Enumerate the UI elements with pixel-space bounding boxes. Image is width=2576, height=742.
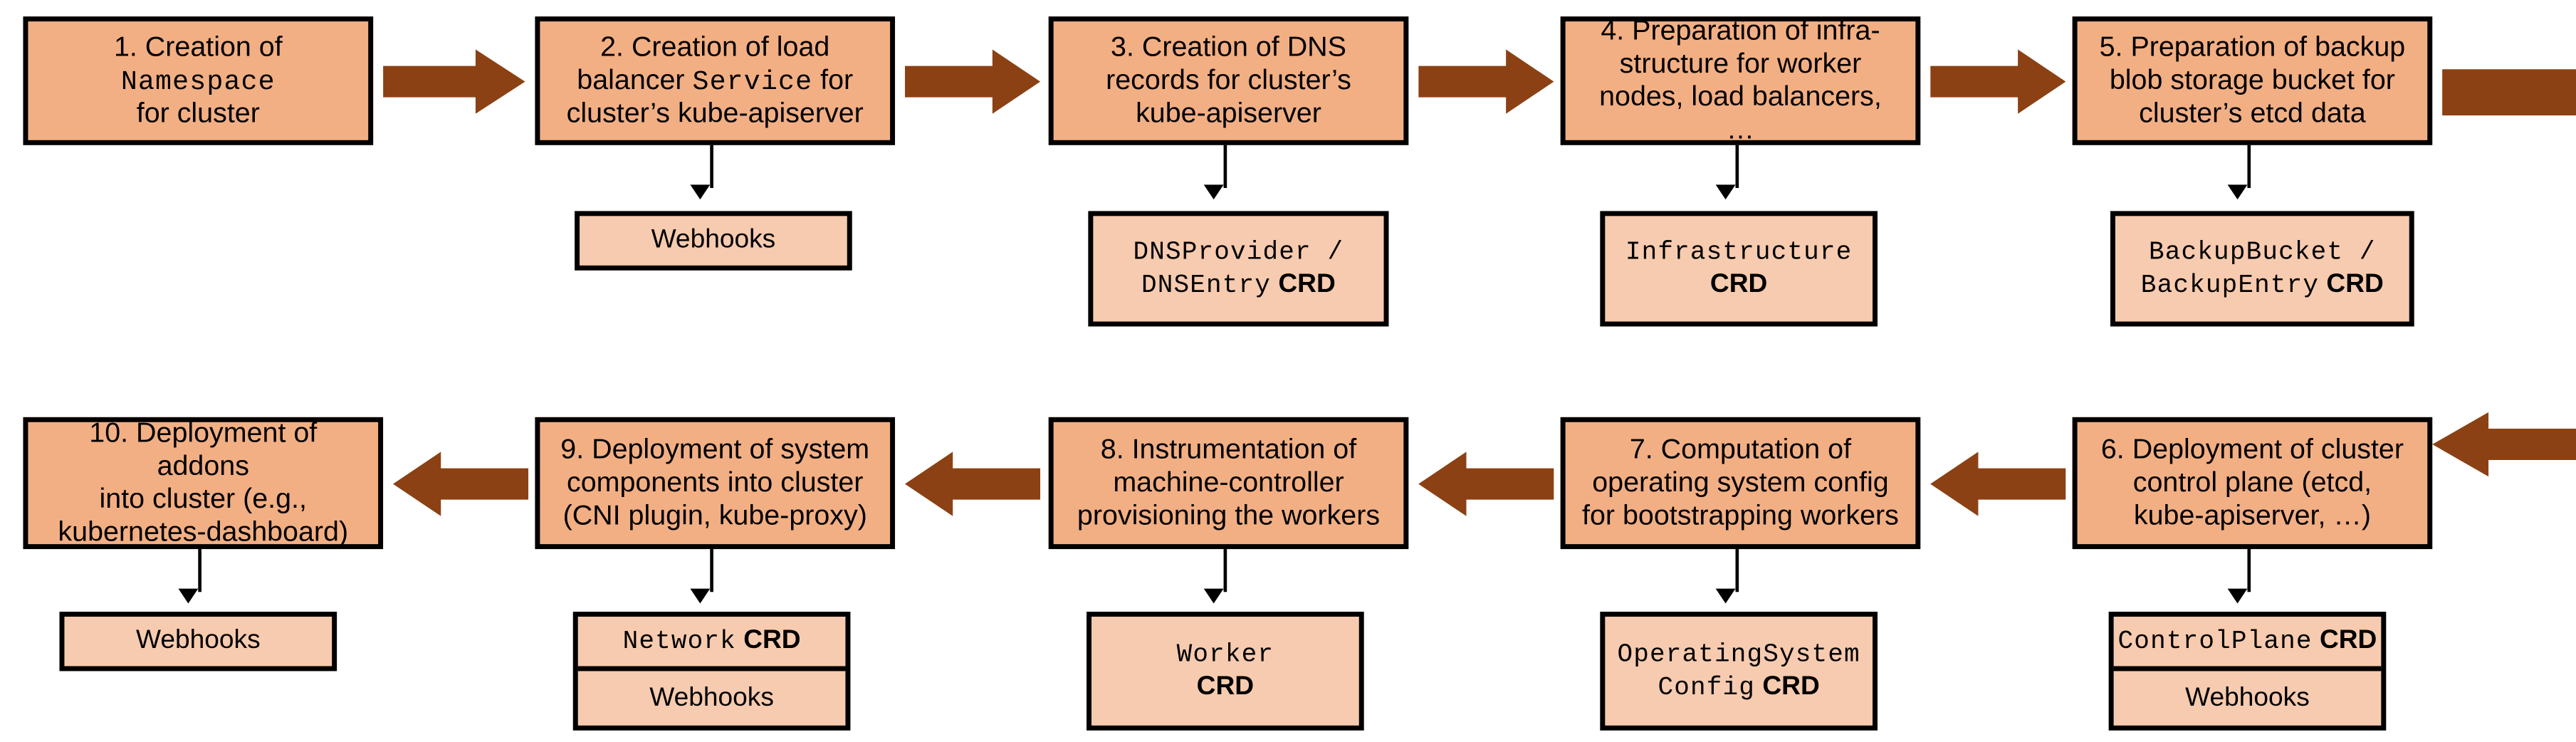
arrow-step10-to-step9 [392, 451, 529, 516]
arrow-step2-to-step3 [904, 49, 1041, 114]
line-step3-to-crd [1223, 145, 1227, 188]
step-10-text: 10. Deployment of addons into cluster (e… [58, 417, 349, 548]
arrow-step3-to-step4 [1418, 49, 1554, 114]
line-step9-to-crd [710, 549, 713, 592]
leaf-cell-controlplane-crd: ControlPlane CRD [2113, 617, 2382, 672]
leaf-cell-network-webhooks: Webhooks [649, 683, 774, 712]
step-3-text: 3. Creation of DNS records for cluster’s… [1106, 31, 1351, 129]
step-box-10[interactable]: 10. Deployment of addons into cluster (e… [23, 417, 384, 550]
leaf-text-infrastructure-crd: Infrastructure CRD [1625, 236, 1853, 299]
leaf-text-dns-crd: DNSProvider / DNSEntry CRD [1133, 236, 1344, 301]
arrow-step9-to-step8 [904, 451, 1041, 516]
leaf-label-webhooks-10: Webhooks [135, 626, 261, 655]
arrow-step8-to-step7 [1418, 451, 1554, 516]
leaf-cell-controlplane-webhooks: Webhooks [2185, 683, 2310, 712]
step-box-7[interactable]: 7. Computation of operating system confi… [1560, 417, 1921, 550]
arrowhead-step9-to-crd [690, 588, 711, 604]
arrowhead-step2-to-webhooks [690, 184, 711, 200]
arrowhead-step8-to-crd [1203, 588, 1224, 604]
arrowhead-step3-to-crd [1203, 184, 1224, 200]
step-8-text: 8. Instrumentation of machine-controller… [1077, 433, 1381, 531]
step-5-text: 5. Preparation of backup blob storage bu… [2099, 31, 2406, 129]
arrowhead-step5-to-crd [2227, 184, 2248, 200]
leaf-box-step7-crd[interactable]: OperatingSystem Config CRD [1600, 612, 1878, 731]
leaf-box-step8-crd[interactable]: Worker CRD [1087, 612, 1364, 731]
step-box-6[interactable]: 6. Deployment of cluster control plane (… [2072, 417, 2433, 550]
leaf-text-osc-crd: OperatingSystem Config CRD [1617, 639, 1860, 703]
leaf-box-step5-crd[interactable]: BackupBucket / BackupEntry CRD [2110, 211, 2414, 327]
leaf-text-worker-crd: Worker CRD [1176, 639, 1274, 701]
arrow-step4-to-step5 [1930, 49, 2066, 114]
step-box-2[interactable]: 2. Creation of load balancer Service for… [535, 16, 896, 145]
step-1-text: 1. Creation of Namespace for cluster [113, 31, 283, 130]
step-box-8[interactable]: 8. Instrumentation of machine-controller… [1048, 417, 1409, 550]
leaf-box-step9-network[interactable]: Network CRD Webhooks [572, 612, 851, 731]
step-9-text: 9. Deployment of system components into … [560, 433, 870, 531]
step-4-text: 4. Preparation of infra- structure for w… [1599, 14, 1882, 145]
leaf-cell-network-crd: Network CRD [577, 617, 846, 672]
leaf-box-step6-controlplane[interactable]: ControlPlane CRD Webhooks [2108, 612, 2387, 731]
line-step2-to-webhooks [710, 145, 713, 188]
step-box-1[interactable]: 1. Creation of Namespace for cluster [23, 16, 374, 145]
step-box-9[interactable]: 9. Deployment of system components into … [535, 417, 896, 550]
arrow-step7-to-step6 [1930, 451, 2066, 516]
line-step6-to-crd [2247, 549, 2251, 592]
arrow-step5-to-step6-horizontal [2442, 69, 2576, 116]
step-box-4[interactable]: 4. Preparation of infra- structure for w… [1560, 14, 1921, 145]
leaf-box-step2-webhooks[interactable]: Webhooks [575, 211, 852, 271]
arrow-step1-to-step2 [383, 49, 525, 114]
step-7-text: 7. Computation of operating system confi… [1582, 433, 1899, 531]
step-box-3[interactable]: 3. Creation of DNS records for cluster’s… [1048, 16, 1409, 145]
leaf-box-step3-crd[interactable]: DNSProvider / DNSEntry CRD [1088, 211, 1389, 327]
arrow-step5-to-step6-head [2432, 412, 2576, 477]
line-step8-to-crd [1223, 549, 1227, 592]
line-step10-to-webhooks [198, 549, 201, 592]
step-6-text: 6. Deployment of cluster control plane (… [2100, 433, 2404, 531]
leaf-text-backupbucket-crd: BackupBucket / BackupEntry CRD [2140, 236, 2384, 301]
arrowhead-step6-to-crd [2227, 588, 2248, 604]
line-step4-to-crd [1735, 145, 1739, 188]
leaf-label-webhooks: Webhooks [651, 226, 776, 254]
leaf-box-step10-webhooks[interactable]: Webhooks [59, 612, 337, 672]
arrowhead-step7-to-crd [1715, 588, 1736, 604]
line-step7-to-crd [1735, 549, 1739, 592]
step-2-text: 2. Creation of load balancer Service for… [566, 31, 864, 130]
line-step5-to-crd [2247, 145, 2251, 188]
leaf-box-step4-crd[interactable]: Infrastructure CRD [1600, 211, 1878, 327]
arrowhead-step10-to-webhooks [178, 588, 199, 604]
step-box-5[interactable]: 5. Preparation of backup blob storage bu… [2072, 16, 2433, 145]
arrowhead-step4-to-crd [1715, 184, 1736, 200]
